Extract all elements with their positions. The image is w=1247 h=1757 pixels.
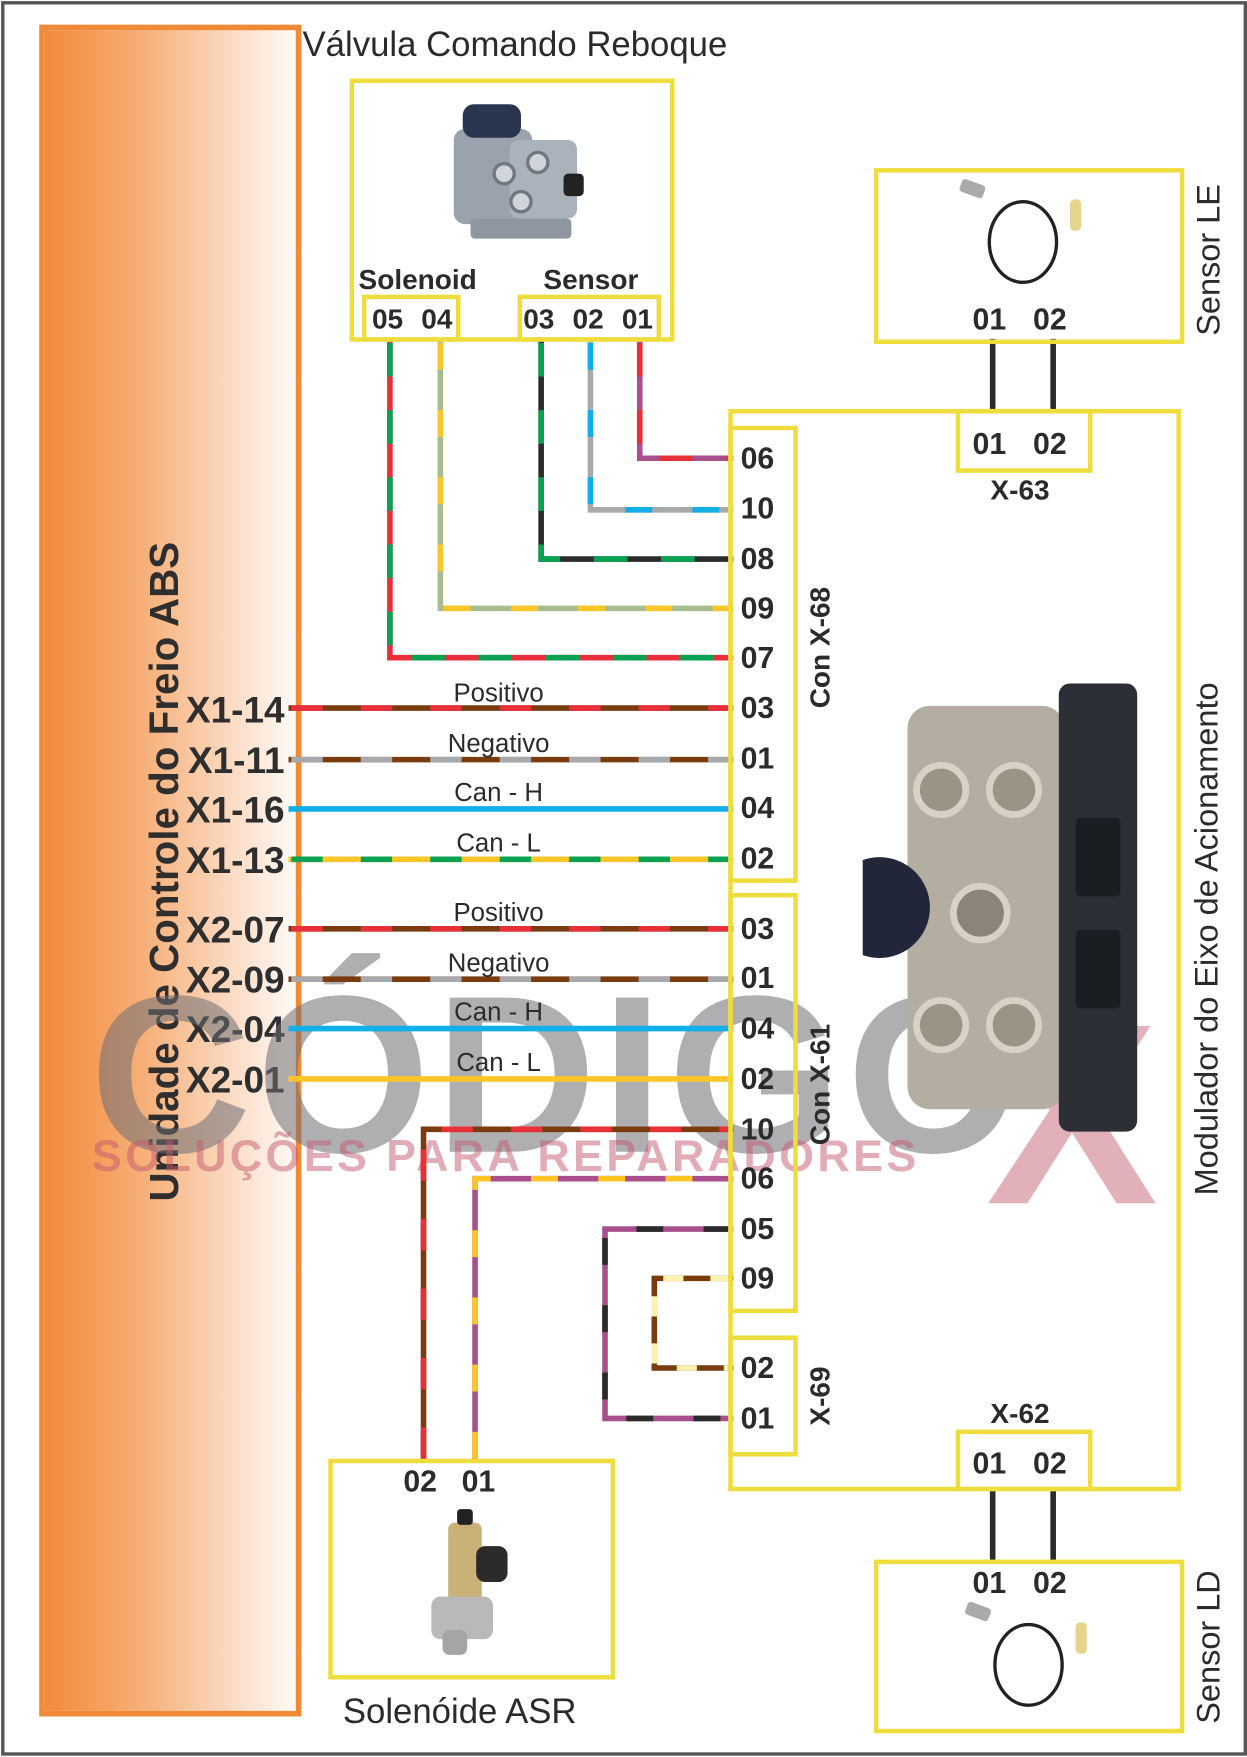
solenoid-label: Solenoid bbox=[358, 264, 477, 296]
x68-pin-04: 04 bbox=[740, 791, 775, 825]
x61-label: Con X-61 bbox=[805, 1023, 837, 1146]
asr-box bbox=[328, 1458, 616, 1680]
x69-label: X-69 bbox=[805, 1366, 837, 1426]
x62-connector bbox=[955, 1429, 1093, 1492]
wire-asr-01-stripe bbox=[472, 1175, 731, 1459]
x61-pin-09: 09 bbox=[740, 1261, 775, 1296]
solenoid-connector bbox=[361, 294, 461, 342]
wire-tv-03-stripe bbox=[538, 342, 731, 562]
wire-x61-05-x69-01-stripe bbox=[602, 1226, 731, 1422]
signal-label-6: Can - H bbox=[454, 997, 543, 1027]
x61-pin-01: 01 bbox=[740, 961, 775, 995]
ecu-pin-x1-11: X1-11 bbox=[187, 739, 285, 781]
watermark-brand: CÓDIGO bbox=[89, 950, 1026, 1200]
wire-tv-01-stripe bbox=[636, 342, 731, 462]
ecu-pin-x2-07: X2-07 bbox=[185, 908, 285, 951]
x68-pin-01: 01 bbox=[740, 741, 775, 776]
signal-label-5: Negativo bbox=[447, 947, 550, 977]
ecu-pin-x1-13: X1-13 bbox=[185, 839, 285, 881]
x61-pin-10: 10 bbox=[740, 1112, 775, 1147]
watermark-tagline: SOLUÇÕES PARA REPARADORES bbox=[91, 1131, 920, 1181]
sensor-le-photo bbox=[959, 179, 1082, 285]
x69-pin-01: 01 bbox=[740, 1401, 775, 1436]
x68-pin-02: 02 bbox=[740, 841, 775, 876]
trailer-valve-title: Válvula Comando Reboque bbox=[302, 24, 728, 64]
sensor-le-pin-02: 02 bbox=[1033, 302, 1067, 337]
signal-label-2: Can - H bbox=[454, 777, 543, 807]
wire-asr-02 bbox=[420, 1126, 734, 1462]
x68-pin-07: 07 bbox=[740, 640, 775, 675]
sensor-ld-pin-01: 01 bbox=[972, 1566, 1007, 1600]
modulator-photo bbox=[862, 683, 1138, 1132]
wire-tv-02 bbox=[587, 340, 734, 513]
x61-connector bbox=[728, 892, 798, 1314]
sensor-label: Sensor bbox=[543, 264, 639, 296]
sensor-connector bbox=[517, 294, 662, 342]
x62-label: X-62 bbox=[990, 1398, 1050, 1430]
asr-photo bbox=[431, 1509, 508, 1655]
wire-tv-05-stripe bbox=[387, 342, 731, 661]
signal-label-4: Positivo bbox=[453, 897, 544, 927]
wire-tv-04-stripe bbox=[437, 342, 731, 612]
tv-pin-05: 05 bbox=[371, 303, 404, 335]
asr-pin-01: 01 bbox=[461, 1464, 496, 1498]
signal-label-1: Negativo bbox=[447, 728, 550, 758]
x61-pin-06: 06 bbox=[740, 1161, 775, 1196]
x63-pin-02: 02 bbox=[1033, 426, 1067, 461]
x63-pin-01: 01 bbox=[972, 426, 1007, 461]
wire-tv-02-stripe bbox=[587, 342, 731, 513]
wire-tv-04 bbox=[437, 340, 734, 612]
trailer-valve-box bbox=[349, 78, 675, 342]
trailer-valve-photo bbox=[453, 104, 584, 239]
tv-pin-04: 04 bbox=[421, 303, 453, 335]
signal-label-3: Can - L bbox=[456, 827, 541, 858]
x63-connector bbox=[955, 408, 1093, 473]
x68-connector bbox=[728, 425, 798, 883]
abs-ecu-block bbox=[39, 24, 302, 1717]
x68-pin-10: 10 bbox=[740, 491, 775, 526]
ecu-pin-x2-09: X2-09 bbox=[185, 959, 285, 1001]
ecu-pin-x1-16: X1-16 bbox=[185, 788, 285, 831]
sensor-ld-photo bbox=[965, 1601, 1087, 1707]
wire-tv-01 bbox=[636, 340, 734, 462]
tv-pin-03: 03 bbox=[523, 303, 555, 335]
ecu-pin-x2-04: X2-04 bbox=[185, 1008, 285, 1050]
x69-pin-02: 02 bbox=[740, 1351, 775, 1385]
sensor-ld-pin-02: 02 bbox=[1033, 1566, 1067, 1600]
asr-title: Solenóide ASR bbox=[342, 1691, 577, 1732]
x68-pin-03: 03 bbox=[740, 691, 775, 725]
ecu-pin-x1-14: X1-14 bbox=[185, 689, 285, 731]
x62-pin-01: 01 bbox=[972, 1446, 1007, 1481]
sensor-ld-box bbox=[873, 1559, 1185, 1734]
x61-pin-04: 04 bbox=[740, 1011, 775, 1046]
sensor-le-title: Sensor LE bbox=[1191, 184, 1228, 336]
x68-pin-09: 09 bbox=[740, 591, 775, 626]
x68-pin-08: 08 bbox=[740, 542, 775, 576]
x61-pin-05: 05 bbox=[740, 1212, 775, 1246]
sensor-le-pin-01: 01 bbox=[972, 302, 1007, 337]
x68-label: Con X-68 bbox=[805, 586, 837, 709]
wire-x61-09-x69-02 bbox=[651, 1275, 734, 1371]
sensor-le-box bbox=[873, 168, 1185, 344]
x61-pin-03: 03 bbox=[740, 912, 775, 946]
wire-x61-05-x69-01 bbox=[602, 1226, 734, 1422]
modulator-title: Modulador do Eixo de Acionamento bbox=[1189, 682, 1226, 1196]
x68-pin-06: 06 bbox=[740, 441, 775, 476]
wire-tv-03 bbox=[538, 340, 734, 562]
x61-pin-02: 02 bbox=[740, 1062, 775, 1096]
wire-x61-09-x69-02-stripe bbox=[651, 1275, 731, 1371]
x62-pin-02: 02 bbox=[1033, 1446, 1067, 1481]
asr-pin-02: 02 bbox=[403, 1464, 438, 1498]
sensor-ld-title: Sensor LD bbox=[1191, 1570, 1228, 1724]
tv-pin-01: 01 bbox=[621, 303, 653, 335]
x69-connector bbox=[728, 1335, 798, 1457]
signal-label-7: Can - L bbox=[456, 1047, 541, 1077]
x63-label: X-63 bbox=[990, 475, 1050, 507]
ecu-pin-x2-01: X2-01 bbox=[185, 1058, 285, 1101]
tv-pin-02: 02 bbox=[572, 303, 604, 335]
signal-label-0: Positivo bbox=[453, 677, 544, 707]
